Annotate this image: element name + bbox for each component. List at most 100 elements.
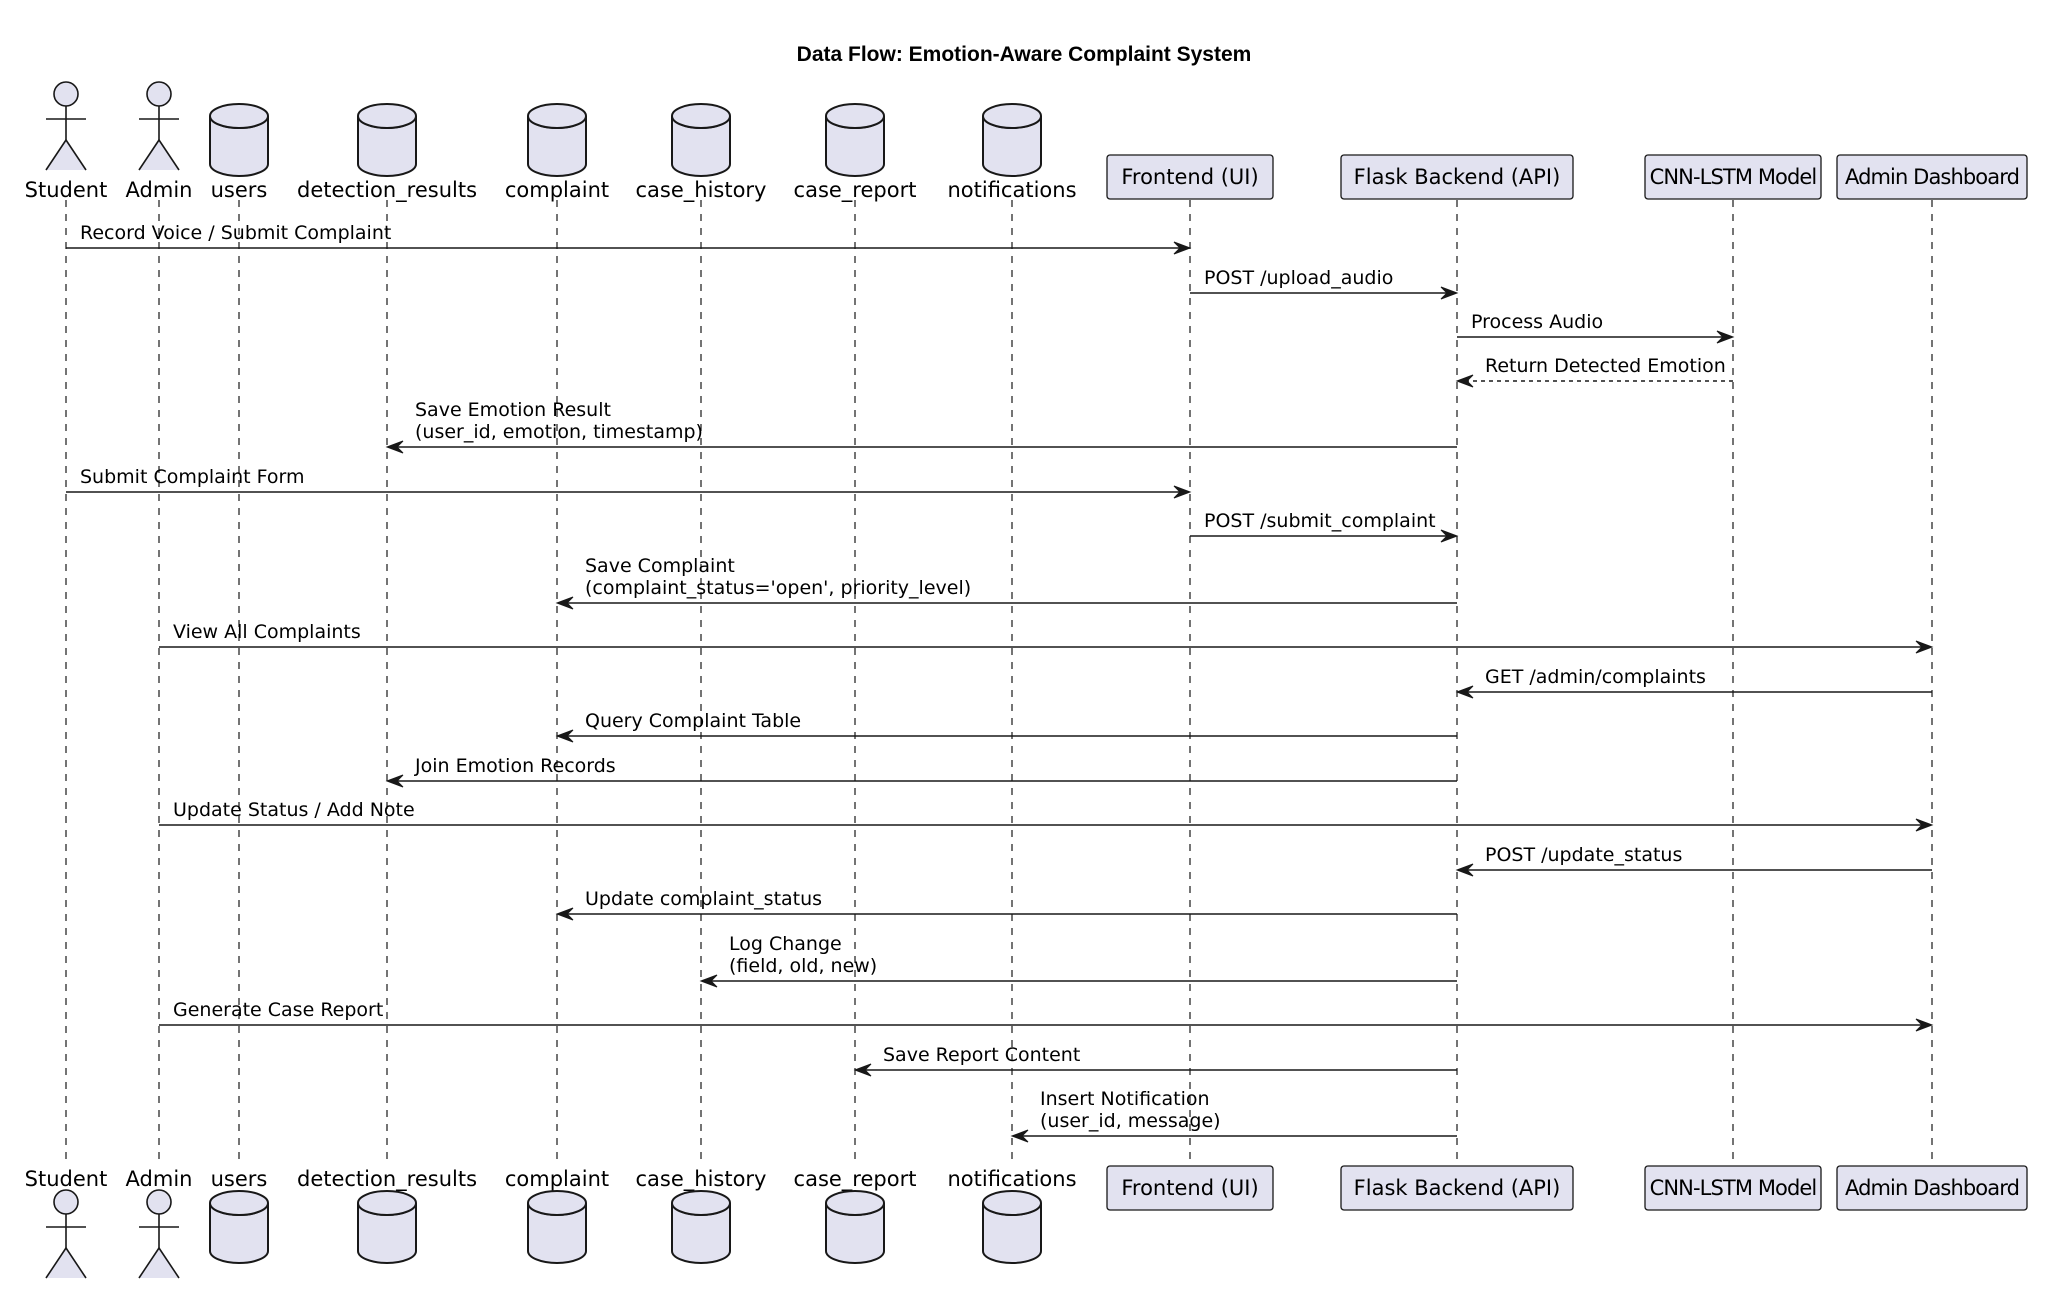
participant-notifications-bottom: notifications bbox=[947, 1167, 1077, 1264]
participant-notifications-top: notifications bbox=[947, 103, 1077, 202]
participant-label-backend: Flask Backend (API) bbox=[1354, 165, 1561, 189]
participant-label-users: users bbox=[211, 1167, 268, 1191]
actor-admin-head bbox=[146, 1189, 172, 1215]
message-7: POST /submit_complaint bbox=[1190, 510, 1459, 543]
database-users-cylinder-body bbox=[209, 1203, 269, 1264]
message-9: View All Complaints bbox=[159, 621, 1934, 654]
database-case_history-cylinder-body bbox=[671, 116, 731, 177]
message-15: Update complaint_status bbox=[555, 888, 1457, 921]
participant-backend-top: Flask Backend (API) bbox=[1340, 154, 1574, 200]
message-arrowhead bbox=[1173, 485, 1192, 499]
message-arrowhead bbox=[1440, 529, 1459, 543]
participant-label-frontend: Frontend (UI) bbox=[1121, 1176, 1258, 1200]
database-case_report-cylinder-rim bbox=[825, 1202, 885, 1216]
message-label: (user_id, emotion, timestamp) bbox=[415, 421, 703, 443]
participant-label-case_report: case_report bbox=[794, 1167, 917, 1192]
message-arrowhead bbox=[1010, 1129, 1029, 1143]
message-label: Submit Complaint Form bbox=[80, 466, 305, 488]
message-label: (user_id, message) bbox=[1040, 1110, 1221, 1132]
actor-admin-legs bbox=[138, 138, 180, 171]
database-users-cylinder-rim bbox=[209, 1202, 269, 1216]
message-label: Join Emotion Records bbox=[414, 755, 616, 777]
participant-box-dashboard bbox=[1836, 1165, 2028, 1211]
participant-label-student: Student bbox=[25, 1167, 108, 1191]
message-label: Process Audio bbox=[1471, 311, 1603, 333]
message-arrowhead bbox=[1915, 640, 1934, 654]
participant-users-bottom: users bbox=[209, 1167, 269, 1264]
database-case_report-cylinder-body bbox=[825, 1203, 885, 1264]
database-users-cylinder-body bbox=[209, 116, 269, 177]
participant-detection_results-bottom: detection_results bbox=[297, 1167, 477, 1264]
participant-box-model bbox=[1644, 1165, 1822, 1211]
database-notifications-cylinder-body bbox=[982, 1203, 1042, 1264]
participant-label-complaint: complaint bbox=[505, 178, 609, 202]
participant-dashboard-top: Admin Dashboard bbox=[1836, 154, 2028, 200]
participant-label-admin: Admin bbox=[126, 1167, 193, 1191]
participant-box-dashboard bbox=[1836, 154, 2028, 200]
actor-student-legs bbox=[45, 138, 87, 171]
participant-box-model bbox=[1644, 154, 1822, 200]
database-detection_results-cylinder-rim bbox=[357, 115, 417, 129]
message-12: Join Emotion Records bbox=[385, 755, 1457, 788]
participant-label-detection_results: detection_results bbox=[297, 178, 477, 203]
participant-label-case_history: case_history bbox=[635, 178, 766, 203]
database-detection_results-cylinder-body bbox=[357, 1203, 417, 1264]
lifelines bbox=[65, 200, 1933, 1165]
message-arrowhead bbox=[1716, 330, 1735, 344]
database-complaint-cylinder-rim bbox=[527, 115, 587, 129]
participant-label-dashboard: Admin Dashboard bbox=[1845, 1176, 2019, 1200]
message-label: Save Emotion Result bbox=[415, 399, 611, 421]
participant-label-student: Student bbox=[25, 178, 108, 202]
message-arrowhead bbox=[1173, 241, 1192, 255]
message-label: POST /submit_complaint bbox=[1204, 510, 1436, 532]
message-3: Process Audio bbox=[1457, 311, 1735, 344]
message-label: Save Report Content bbox=[883, 1044, 1080, 1066]
message-arrowhead bbox=[385, 774, 404, 788]
message-arrowhead bbox=[555, 729, 574, 743]
participant-case_history-bottom: case_history bbox=[635, 1167, 767, 1264]
message-arrowhead bbox=[1915, 818, 1934, 832]
participant-case_report-bottom: case_report bbox=[794, 1167, 917, 1264]
message-2: POST /upload_audio bbox=[1190, 267, 1459, 300]
participant-case_history-top: case_history bbox=[635, 103, 767, 203]
actor-student-legs bbox=[45, 1246, 87, 1279]
actor-student-head bbox=[53, 1189, 79, 1215]
database-notifications-cylinder-rim bbox=[982, 115, 1042, 129]
participant-case_report-top: case_report bbox=[794, 103, 916, 203]
participant-label-case_history: case_history bbox=[635, 1167, 766, 1192]
message-4: Return Detected Emotion bbox=[1455, 355, 1733, 388]
actor-admin-head bbox=[146, 81, 172, 107]
database-complaint-cylinder-body bbox=[527, 116, 587, 177]
participant-users-top: users bbox=[209, 103, 269, 202]
message-label: Return Detected Emotion bbox=[1485, 355, 1726, 377]
participant-box-frontend bbox=[1106, 154, 1274, 200]
message-18: Save Report Content bbox=[853, 1044, 1457, 1077]
message-14: POST /update_status bbox=[1455, 844, 1932, 877]
message-label: Generate Case Report bbox=[173, 999, 383, 1021]
participant-model-bottom: CNN-LSTM Model bbox=[1644, 1165, 1822, 1211]
database-detection_results-cylinder-rim bbox=[357, 1202, 417, 1216]
message-label: POST /update_status bbox=[1485, 844, 1682, 866]
participant-label-complaint: complaint bbox=[505, 1167, 609, 1191]
participant-box-backend bbox=[1340, 1165, 1574, 1211]
message-label: (field, old, new) bbox=[729, 955, 877, 977]
database-case_report-cylinder-body bbox=[825, 116, 885, 177]
participant-student-bottom: Student bbox=[25, 1167, 108, 1279]
message-arrowhead bbox=[385, 440, 404, 454]
message-label: Log Change bbox=[729, 933, 842, 955]
participant-label-backend: Flask Backend (API) bbox=[1354, 1176, 1561, 1200]
database-case_history-cylinder-rim bbox=[671, 115, 731, 129]
message-label: Record Voice / Submit Complaint bbox=[80, 222, 391, 244]
database-complaint-cylinder-body bbox=[527, 1203, 587, 1264]
database-case_report-cylinder-rim bbox=[825, 115, 885, 129]
database-detection_results-cylinder-body bbox=[357, 116, 417, 177]
database-notifications-cylinder-rim bbox=[982, 1202, 1042, 1216]
participant-detection_results-top: detection_results bbox=[297, 103, 477, 203]
message-10: GET /admin/complaints bbox=[1455, 666, 1932, 699]
message-arrowhead bbox=[1440, 286, 1459, 300]
actor-student-head bbox=[53, 81, 79, 107]
actor-admin-legs bbox=[138, 1246, 180, 1279]
message-arrowhead bbox=[699, 974, 718, 988]
